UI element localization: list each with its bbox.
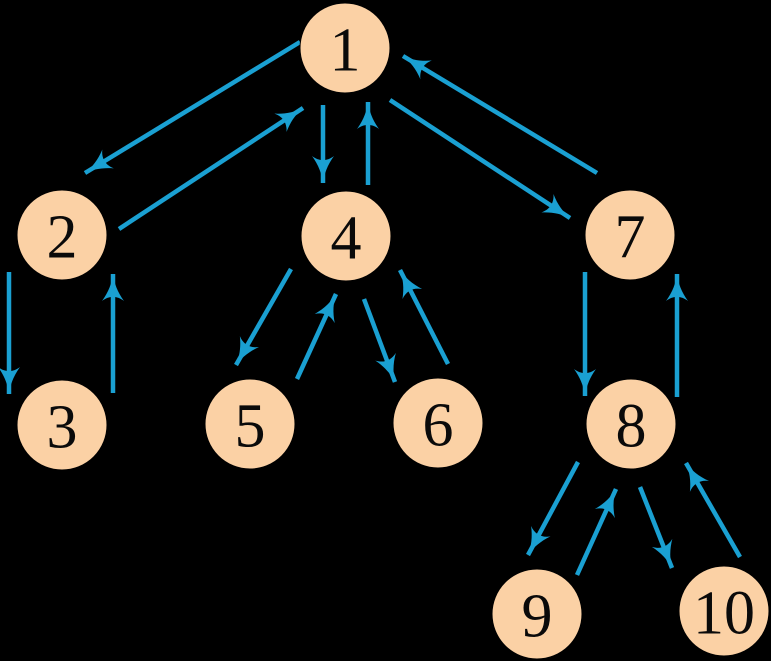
graph-node-4: 4 bbox=[300, 190, 392, 282]
edge-1-to-7-arrow bbox=[388, 98, 572, 220]
edge-5-to-4-arrow bbox=[294, 293, 339, 380]
graph-node-8: 8 bbox=[585, 378, 677, 470]
edge-1-to-2-arrow bbox=[83, 40, 302, 175]
node-circle-1 bbox=[299, 2, 391, 94]
edge-8-to-9-arrow bbox=[526, 460, 580, 557]
edge-9-to-8-arrow bbox=[574, 488, 619, 576]
node-circle-7 bbox=[584, 189, 676, 281]
edge-4-to-5-arrow bbox=[234, 267, 293, 367]
graph-node-7: 7 bbox=[584, 189, 676, 281]
edge-6-to-4-arrow bbox=[397, 268, 451, 366]
node-circle-4 bbox=[300, 190, 392, 282]
graph-node-10: 10 bbox=[678, 565, 770, 657]
node-circle-8 bbox=[585, 378, 677, 470]
node-circle-9 bbox=[491, 568, 583, 660]
edge-4-to-6-arrow bbox=[361, 298, 398, 383]
edge-10-to-8-arrow bbox=[684, 461, 742, 559]
node-circle-2 bbox=[16, 189, 108, 281]
graph-node-2: 2 bbox=[16, 189, 108, 281]
edge-7-to-1-arrow bbox=[401, 54, 599, 175]
node-circle-3 bbox=[16, 379, 108, 471]
graph-node-9: 9 bbox=[491, 568, 583, 660]
graph-node-3: 3 bbox=[16, 379, 108, 471]
graph-node-6: 6 bbox=[392, 377, 484, 469]
node-circle-5 bbox=[204, 378, 296, 470]
graph-node-1: 1 bbox=[299, 2, 391, 94]
edge-8-to-10-arrow bbox=[637, 486, 675, 569]
graph-node-5: 5 bbox=[204, 378, 296, 470]
node-circle-10 bbox=[678, 565, 770, 657]
node-circle-6 bbox=[392, 377, 484, 469]
edge-2-to-1-arrow bbox=[117, 106, 305, 231]
